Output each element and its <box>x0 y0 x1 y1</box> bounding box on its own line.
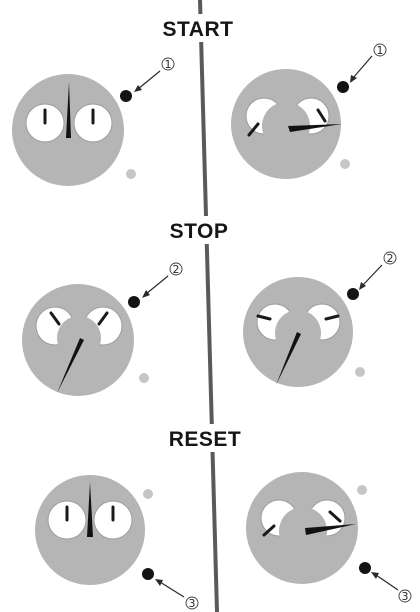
callout-arrow: 2 <box>142 263 182 298</box>
pusher-b <box>355 367 365 377</box>
watch-stop-right: 2 <box>243 252 396 387</box>
callout-arrow: 1 <box>350 44 386 83</box>
callout-arrow: 2 <box>359 252 396 290</box>
pusher-a <box>357 485 367 495</box>
center-divider-line <box>200 0 217 612</box>
watch-start-right: 1 <box>231 44 386 179</box>
pusher-a <box>128 296 140 308</box>
pusher-a <box>120 90 132 102</box>
watch-reset-right: 3 <box>246 472 411 603</box>
step-reset: RESET 3 <box>35 424 411 610</box>
watch-start-left: 1 <box>12 58 174 186</box>
callout-arrow: 1 <box>134 58 174 92</box>
step-start: START 1 <box>12 14 386 186</box>
pusher-b <box>142 568 154 580</box>
callout-arrow: 3 <box>371 572 411 603</box>
callout-number: 2 <box>387 252 394 265</box>
heading-reset: RESET <box>169 428 242 451</box>
callout-number: 3 <box>189 597 196 610</box>
heading-start: START <box>163 18 234 41</box>
watch-reset-left: 3 <box>35 475 198 610</box>
pusher-b <box>359 562 371 574</box>
pusher-a <box>347 288 359 300</box>
callout-number: 3 <box>402 590 409 603</box>
pusher-b <box>340 159 350 169</box>
callout-arrow: 3 <box>155 579 198 610</box>
pusher-b <box>126 169 136 179</box>
watch-stop-left: 2 <box>22 263 182 396</box>
pusher-b <box>139 373 149 383</box>
callout-number: 2 <box>173 263 180 276</box>
callout-number: 1 <box>165 58 172 71</box>
pusher-a <box>143 489 153 499</box>
heading-stop: STOP <box>170 220 229 243</box>
subdial-mask <box>57 316 101 360</box>
pusher-a <box>337 81 349 93</box>
callout-number: 1 <box>377 44 384 57</box>
